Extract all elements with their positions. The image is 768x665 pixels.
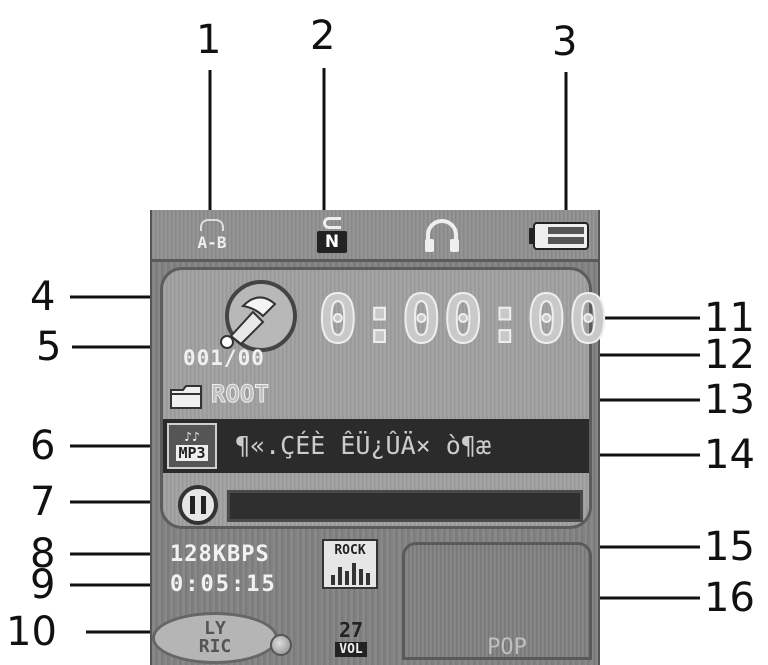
callout-13: 13 [704, 377, 755, 423]
callout-2: 2 [310, 13, 336, 59]
mp3-format-icon: ♪♪ MP3 [167, 423, 217, 469]
play-mode-arrow [323, 217, 341, 229]
callout-9: 9 [30, 562, 56, 608]
callout-15: 15 [704, 524, 755, 570]
song-title-strip: ♪♪ MP3 ¶«.ÇÉÈ ÊÜ¿ÛÄ× ò¶æ [163, 419, 589, 473]
bitrate: 128KBPS [170, 542, 270, 567]
headphone-icon [420, 216, 464, 256]
callout-7: 7 [30, 479, 56, 525]
song-title: ¶«.ÇÉÈ ÊÜ¿ÛÄ× ò¶æ [235, 431, 491, 460]
ab-repeat-icon: A-B [182, 212, 242, 258]
eq-preset-name: POP [487, 635, 527, 660]
folder-icon [169, 382, 205, 412]
play-mode-label: N [317, 231, 347, 253]
volume-value: 27 [338, 618, 364, 642]
battery-icon [528, 222, 590, 250]
music-disc-icon [213, 276, 299, 360]
eq-bars-icon [330, 562, 370, 585]
eq-mode-label: ROCK [334, 543, 366, 558]
playback-panel: 0:00:00 001/00 ROOT ♪♪ MP3 ¶«.ÇÉÈ ÊÜ¿ÛÄ×… [160, 267, 611, 529]
lyric-label-bottom: RIC [198, 636, 232, 657]
track-number: 001/00 [183, 346, 265, 370]
callout-3: 3 [552, 19, 578, 65]
format-label: MP3 [176, 444, 208, 462]
status-bar: A-B N [152, 210, 598, 262]
ab-loop-arc [200, 218, 224, 231]
volume-indicator: 27 VOL [322, 618, 380, 662]
ab-label: A-B [197, 232, 227, 252]
callout-16: 16 [704, 575, 755, 621]
eq-mode-icon: ROCK [322, 539, 378, 589]
total-time: 0:05:15 [170, 572, 277, 597]
pause-icon [177, 484, 219, 526]
callout-1: 1 [196, 17, 222, 63]
callout-12: 12 [704, 332, 755, 378]
eq-display-panel: POP [402, 542, 592, 660]
callout-10: 10 [6, 609, 57, 655]
elapsed-time-display: 0:00:00 [317, 281, 611, 358]
volume-label: VOL [335, 642, 367, 657]
callout-8: 8 [30, 531, 56, 577]
callout-5: 5 [36, 324, 62, 370]
playback-progress-bar [227, 490, 583, 522]
music-note-icon: ♪♪ [184, 430, 200, 445]
callout-4: 4 [30, 274, 56, 320]
callout-6: 6 [30, 423, 56, 469]
callout-14: 14 [704, 432, 755, 478]
folder-name: ROOT [211, 380, 270, 409]
lyric-button[interactable]: LY RIC [152, 612, 278, 664]
play-mode-icon: N [312, 212, 352, 258]
indicator-dot-icon [270, 634, 292, 656]
callout-11: 11 [704, 295, 755, 341]
lyric-label-top: LY [204, 618, 226, 639]
player-screen: A-B N [150, 210, 611, 665]
